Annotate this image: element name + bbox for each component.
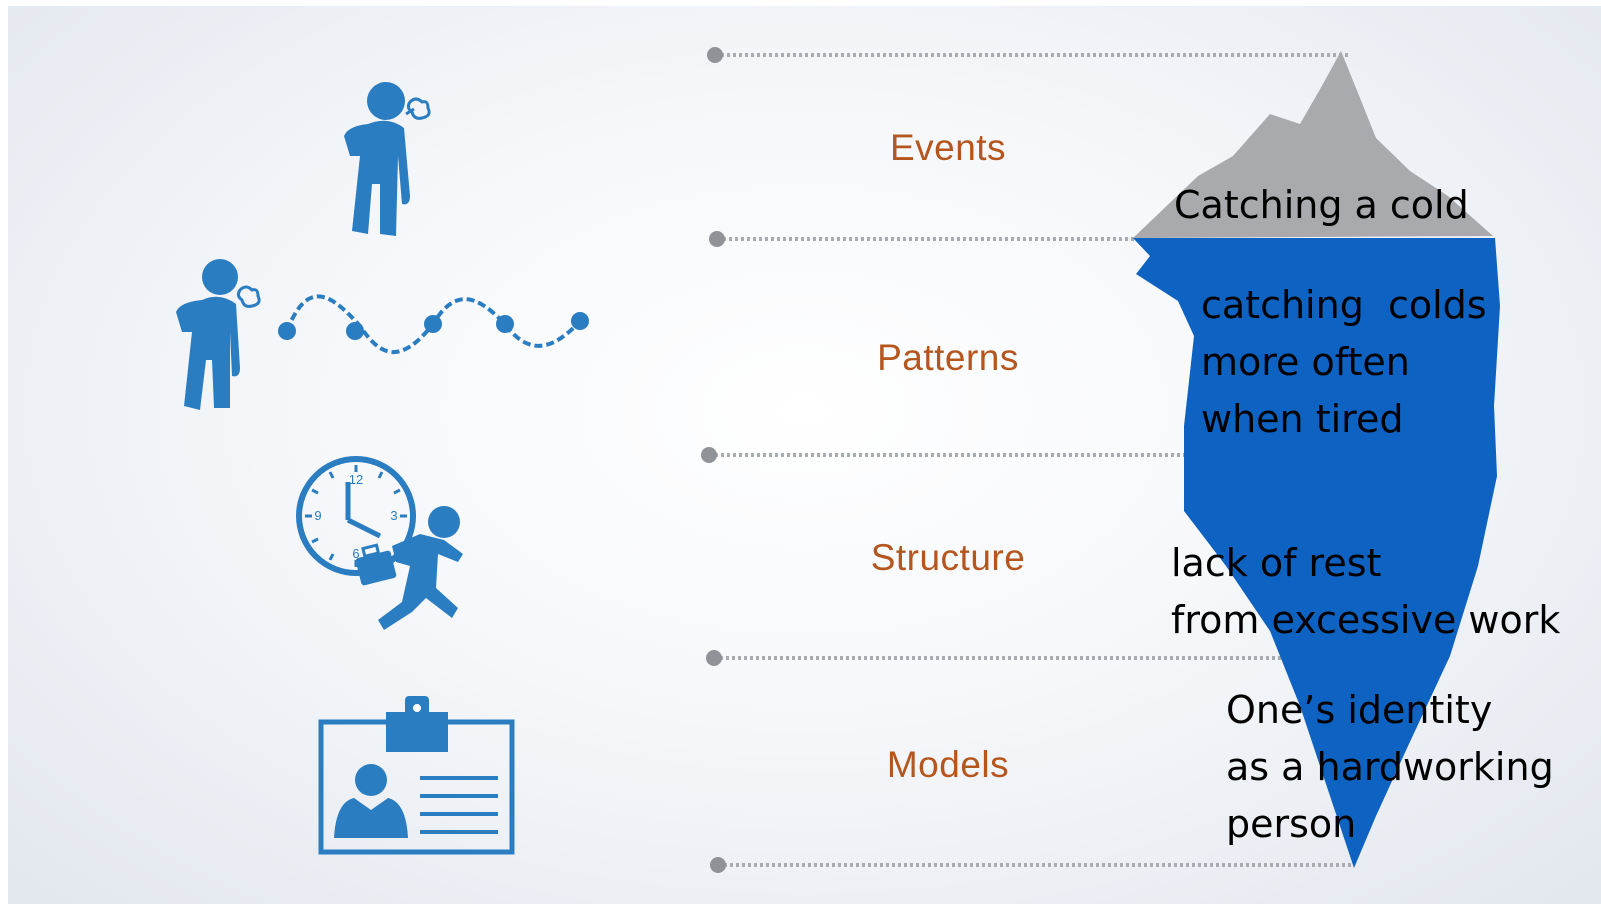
annotation-patterns-line: catching colds bbox=[1201, 283, 1487, 327]
annotation-models: One’s identity as a hardworking person bbox=[1226, 682, 1554, 853]
layer-label-events: Events bbox=[889, 127, 1007, 168]
annotation-structure: lack of rest from excessive work bbox=[1171, 535, 1560, 649]
annotation-models-line: One’s identity bbox=[1226, 688, 1493, 732]
annotation-structure-line: from excessive work bbox=[1171, 598, 1561, 642]
diagram-artwork: 12 9 3 6 bbox=[176, 47, 1500, 873]
iceberg-underwater bbox=[1133, 238, 1500, 868]
svg-text:9: 9 bbox=[314, 508, 321, 523]
iceberg-tip bbox=[1133, 51, 1493, 238]
annotation-models-line: person bbox=[1226, 802, 1357, 846]
sneezing-person-icon bbox=[344, 82, 431, 236]
guide-lines bbox=[701, 47, 1353, 873]
iceberg bbox=[1133, 51, 1500, 868]
annotation-models-line: as a hardworking bbox=[1226, 745, 1554, 789]
annotation-patterns-line: when tired bbox=[1201, 397, 1404, 441]
clock-rushing-worker-icon: 12 9 3 6 bbox=[296, 456, 463, 630]
layer-label-patterns: Patterns bbox=[877, 337, 1019, 378]
svg-text:3: 3 bbox=[390, 508, 397, 523]
svg-text:12: 12 bbox=[349, 472, 363, 487]
recurring-pattern-icon bbox=[176, 259, 589, 410]
annotation-patterns: catching colds more often when tired bbox=[1201, 277, 1487, 448]
annotation-structure-line: lack of rest bbox=[1171, 541, 1382, 585]
iceberg-diagram: 12 9 3 6 Events P bbox=[8, 6, 1601, 904]
id-badge-icon bbox=[318, 696, 515, 855]
layer-label-models: Models bbox=[886, 744, 1010, 785]
annotation-events: Catching a cold bbox=[1174, 183, 1469, 227]
layer-label-structure: Structure bbox=[870, 537, 1026, 578]
annotation-patterns-line: more often bbox=[1201, 340, 1410, 384]
svg-text:6: 6 bbox=[352, 546, 359, 561]
